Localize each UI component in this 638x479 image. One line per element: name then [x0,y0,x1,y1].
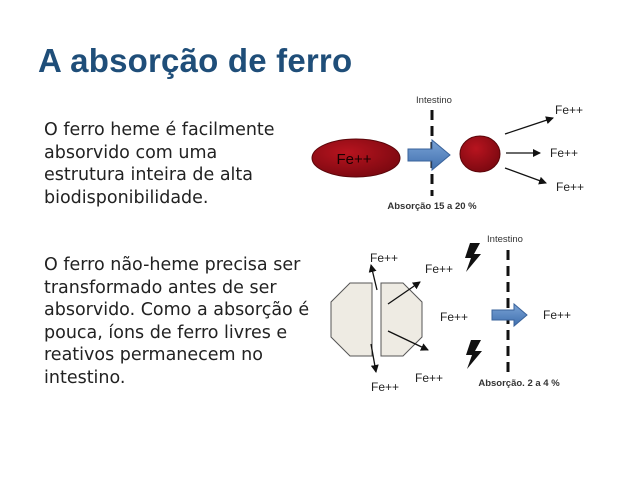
non-heme-absorption-label: Absorção. 2 a 4 % [478,378,560,389]
heme-diagram: Intestino Fe++ Fe++ Fe++ Fe++ Absorção 1… [311,95,584,212]
heme-absorption-label: Absorção 15 a 20 % [387,201,477,212]
heme-molecule-label: Fe++ [336,151,371,168]
ion-arrow-lower-right [387,330,429,351]
absorbed-heme-cell [459,135,501,173]
heme-iron-paragraph: O ferro heme é facilmente absorvido com … [44,120,275,208]
non-heme-intestine-label: Intestino [487,234,523,245]
heme-product-label-2: Fe++ [550,146,578,160]
ion-label-bottom-left: Fe++ [371,380,399,394]
page-title: A absorção de ferro [38,42,353,79]
lightning-bolt-icon [465,243,481,272]
heme-product-arrow-1 [504,116,554,135]
ion-arrow-down [370,343,379,373]
octagon-half-left [330,282,373,357]
heme-intestine-label: Intestino [416,95,452,106]
non-heme-diagram: Fe++ Fe++ Fe++ Fe++ Fe++ Intestino Fe++ … [330,234,571,394]
heme-iron-molecule [311,138,401,178]
ion-label-top-right: Fe++ [425,262,453,276]
heme-product-arrow-3 [504,167,547,185]
heme-product-label-3: Fe++ [556,180,584,194]
non-heme-iron-paragraph: O ferro não-heme precisa ser transformad… [44,255,310,388]
heme-product-label-1: Fe++ [555,103,583,117]
ion-label-top-left: Fe++ [370,251,398,265]
ion-arrow-upper-right [387,281,421,305]
ion-label-bottom-right: Fe++ [415,371,443,385]
non-heme-absorption-arrow [491,302,528,328]
ion-arrow-up [368,264,378,291]
lightning-bolt-icon [466,340,482,369]
absorbed-ion-label: Fe++ [543,308,571,322]
ion-label-middle: Fe++ [440,310,468,324]
heme-absorption-arrow [407,138,451,172]
